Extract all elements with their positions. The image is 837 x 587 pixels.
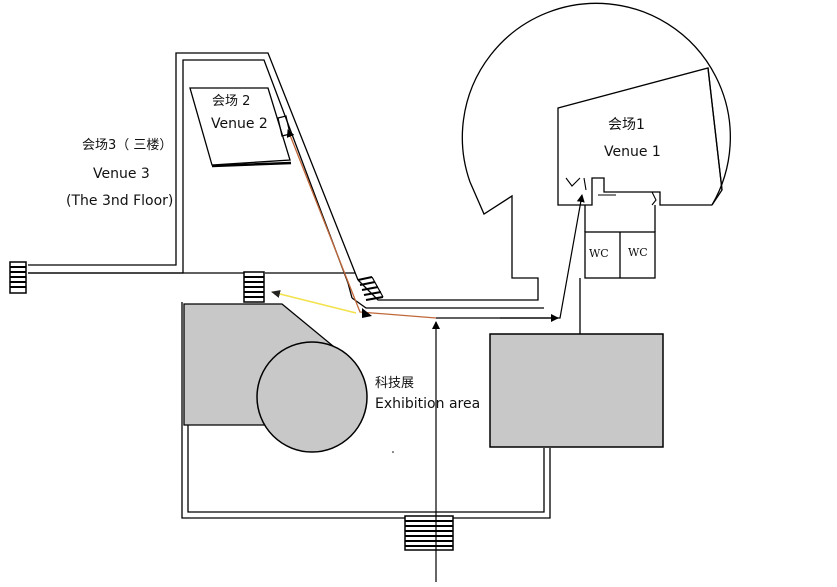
- venue3-label-cn: 会场3（ 三楼）: [82, 138, 173, 153]
- wc-block: [579, 205, 656, 334]
- stairs-upper-left: [243, 271, 265, 303]
- route-to-venue3: [271, 290, 357, 314]
- venue2-label-en: Venue 2: [211, 116, 268, 132]
- venue2-room: [189, 87, 291, 166]
- hall-walls: [351, 181, 544, 309]
- venue3-label-en: Venue 3: [93, 166, 150, 182]
- stairs-left: [9, 261, 27, 294]
- route-to-venue1: [436, 194, 585, 319]
- right-gray-block: [489, 333, 664, 448]
- stairs-middle: [357, 276, 384, 301]
- venue1-label-en: Venue 1: [604, 144, 661, 160]
- exhibition-label-cn: 科技展: [375, 376, 415, 391]
- route-to-venue2: [286, 129, 437, 319]
- round-pavilion: [256, 341, 368, 453]
- venue3-floor-label: (The 3nd Floor): [66, 193, 174, 209]
- exhibition-label-en: Exhibition area: [375, 396, 481, 412]
- stairs-bottom: [404, 515, 454, 551]
- venue1-label-cn: 会场1: [608, 117, 645, 133]
- venue1-hall: [461, 2, 731, 206]
- venue1-entrance-detail: [565, 177, 657, 206]
- wc-label-right: WC: [628, 246, 648, 259]
- corridor-venue3: [28, 52, 359, 299]
- venue2-label-cn: 会场 2: [212, 94, 251, 109]
- wc-label-left: WC: [589, 247, 609, 260]
